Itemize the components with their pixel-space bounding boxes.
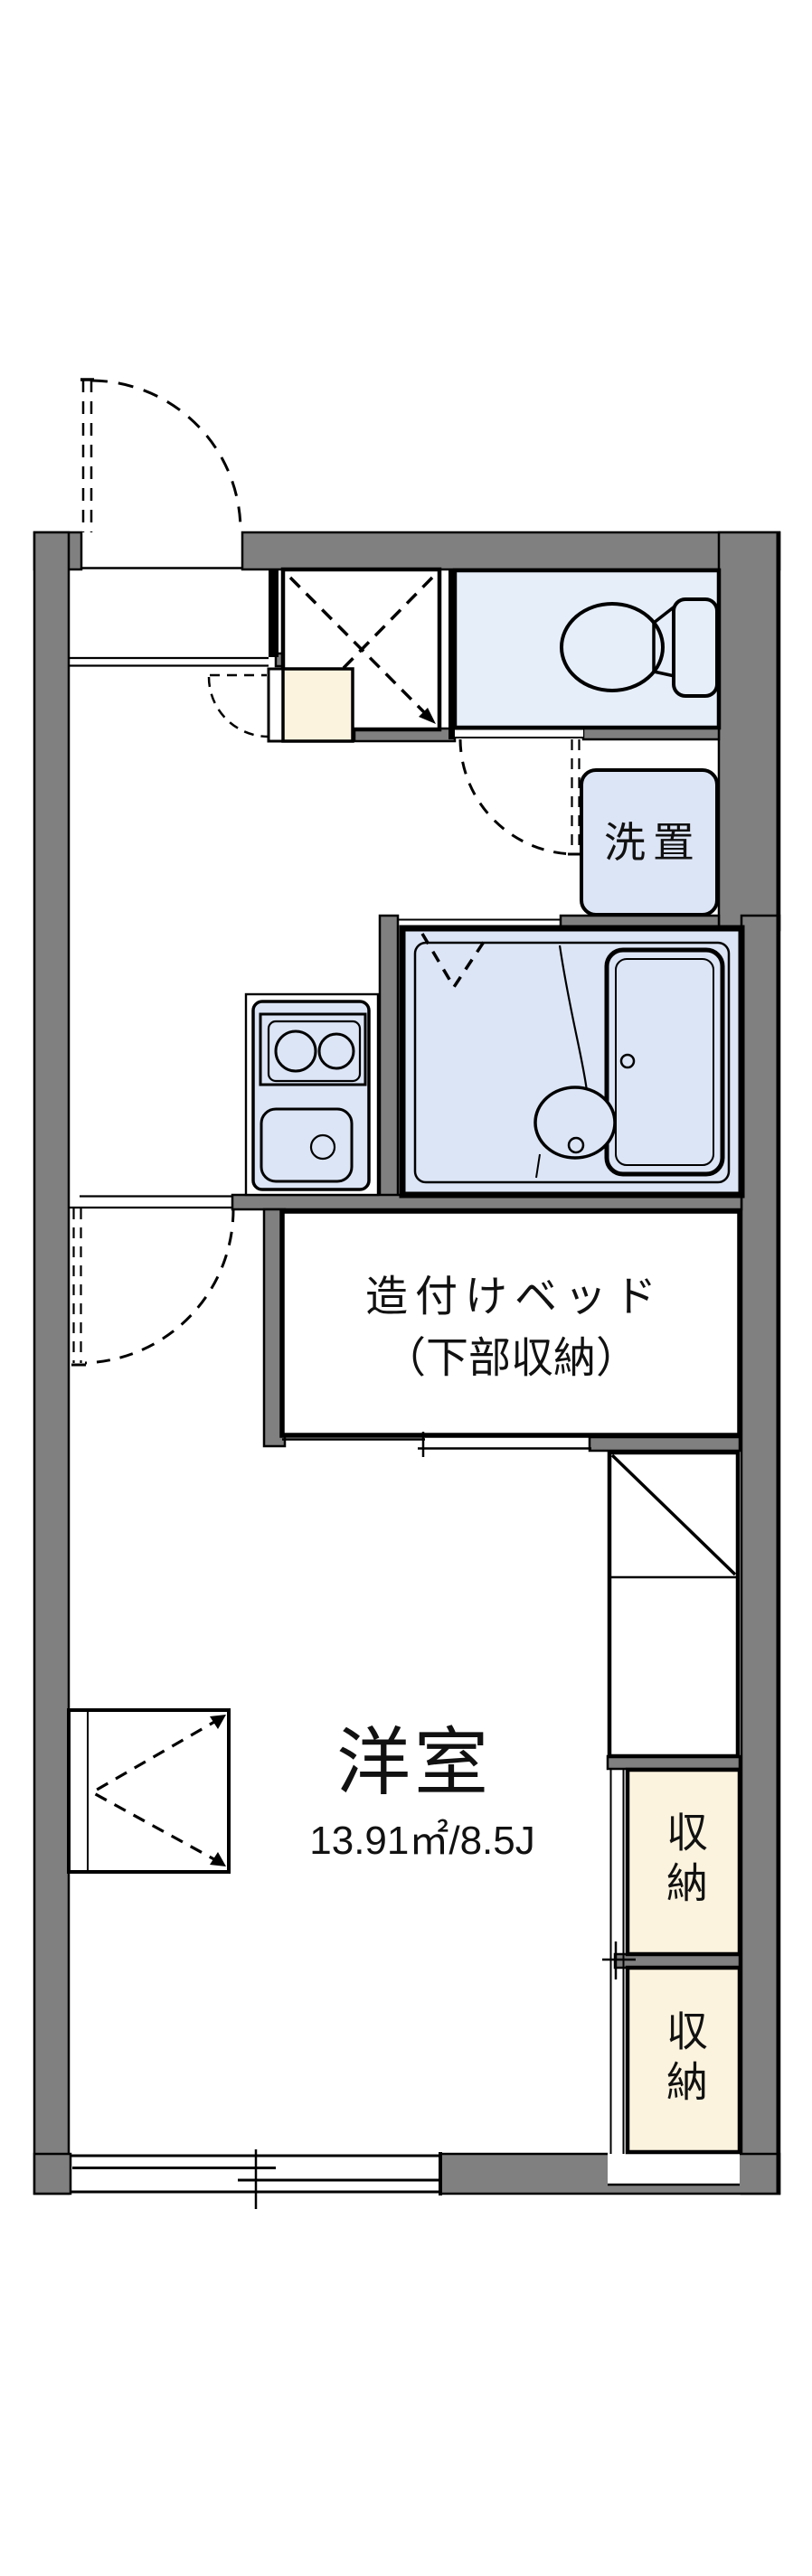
entry-storage-diagonal1 [288,576,427,715]
entry-storage-arrow [419,708,436,724]
bay-window-marker [67,1708,231,1874]
wall-toilet-left [448,569,455,739]
bathtub [604,947,725,1177]
kitchen [244,992,380,1197]
wall-left [33,531,71,2195]
bath-washbasin-drain [567,1136,585,1154]
wall-entry-stub [269,569,279,657]
genkan-step [69,656,269,667]
closet-upper-label: 収納 [661,1810,708,1912]
entrance-door [80,378,242,569]
washer-space-box [580,768,719,917]
stove-burner-right [317,1032,355,1070]
bedroom-door [69,1195,235,1367]
stove [259,1012,367,1086]
bay-marker-dashes [89,1716,222,1865]
hall-door-swing-arc [207,676,269,738]
entrance-door-swing-arc [91,379,242,532]
wall-right-upper [717,531,781,932]
bathtub-inner [615,958,714,1166]
refrigerator-space [607,1450,741,1759]
bath-partition-line [558,945,589,1092]
built-in-bed [279,1208,742,1457]
room-area-label: 13.91㎡/8.5J [309,1819,535,1863]
wall-bottom-left-cap [33,2152,72,2195]
wall-underbed-right [588,1435,741,1453]
closet-lower-label: 収納 [661,2009,708,2111]
bed-outline [279,1208,742,1438]
entry-storage-space [280,567,442,732]
bay-marker-arrow-bottom [210,1852,226,1866]
kitchen-sink [260,1107,354,1183]
wall-top-main [241,531,781,571]
kitchen-sink-drain [309,1133,336,1161]
bed-label-line1: 造付けベッド [365,1272,664,1321]
toilet-tank [672,597,719,698]
wall-right-lower [740,914,781,2195]
bay-marker-arrow-top [210,1715,226,1729]
wall-kitchen-divider [378,914,400,1211]
bay-marker-outline [67,1708,231,1874]
hall-side-storage [281,667,354,743]
bed-label-line2: （下部収納） [383,1333,638,1382]
stove-burner-left [274,1029,317,1073]
toilet-seat-joint [652,605,676,678]
bathroom-floor-inner [413,941,731,1184]
bathtub-drain [619,1053,636,1069]
toilet-door-swing-arc [458,738,576,856]
toilet-bowl [560,602,665,692]
bedroom-door-swing-arc [84,1208,235,1365]
closet-bay-recess [608,2151,740,2185]
bath-washbasin [533,1086,617,1160]
cabinet-outline [607,1450,741,1759]
balcony-window [71,2149,442,2209]
room-name-label: 洋室 [335,1722,493,1804]
washer-space-label: 洗置 [604,819,702,866]
bathroom [398,918,745,1199]
bath-floor-line [535,1153,541,1179]
toilet-fixture [560,597,719,698]
cabinet-diagonal [610,1453,737,1576]
closets [602,1767,742,2155]
stove-inner [267,1020,362,1083]
hall-door-leaf [267,667,285,743]
toilet-door [458,738,583,856]
toilet-room [452,568,722,856]
closet-upper-box [625,1767,742,1957]
toilet-threshold [455,729,583,738]
closet-lower-box [625,1965,742,2155]
hall-door [207,667,354,743]
